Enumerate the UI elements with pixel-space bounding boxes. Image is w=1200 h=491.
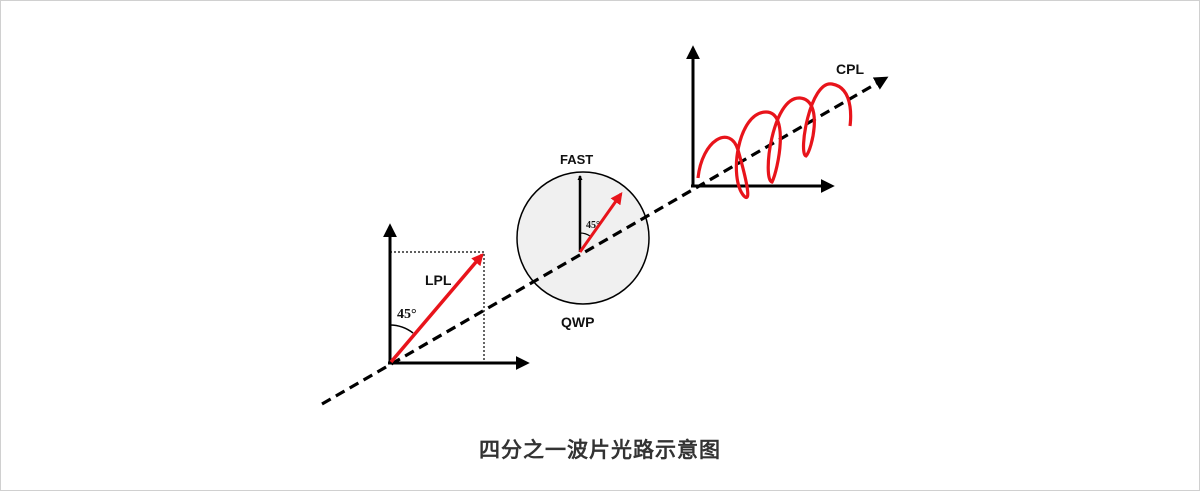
qwp-label: QWP: [561, 314, 594, 330]
figure-caption: 四分之一波片光路示意图: [479, 438, 721, 462]
propagation-axis: [321, 76, 889, 406]
lpl-projection-box: [390, 251, 485, 362]
qwp-polarization-vector: [578, 192, 623, 253]
lpl-label: LPL: [425, 272, 452, 288]
lpl-polarization-vector: [389, 253, 484, 364]
qwp-angle-label: 45°: [586, 220, 600, 231]
cpl-label: CPL: [836, 61, 864, 77]
circular-polarization-helix: [696, 82, 853, 200]
qwp-axes: [577, 175, 623, 253]
lpl-axes: [383, 223, 530, 370]
quarter-wave-plate: [516, 171, 650, 305]
lpl-angle-label: 45°: [397, 307, 417, 322]
lpl-angle-arc: [389, 324, 414, 334]
fast-axis-label: FAST: [560, 152, 593, 167]
cpl-axes: [686, 45, 835, 193]
